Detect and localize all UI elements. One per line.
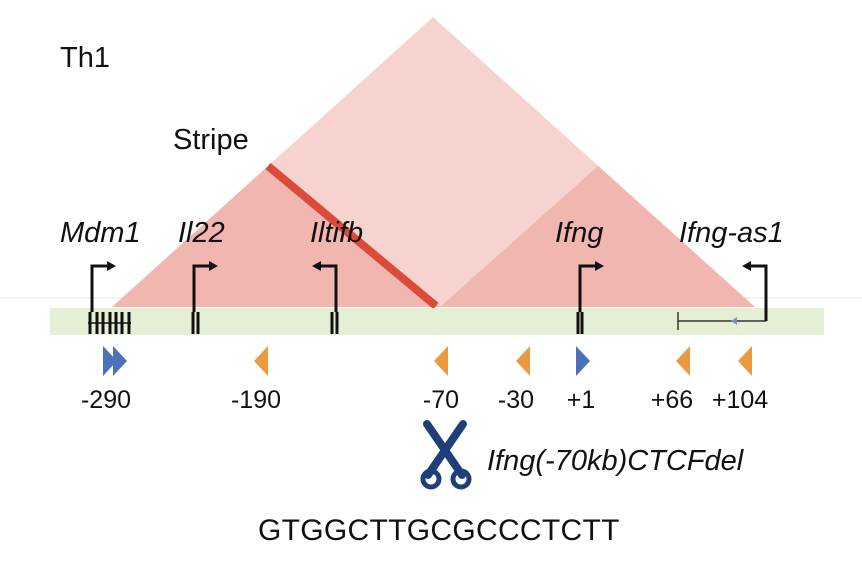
ctcf-site-m30-arrow: [516, 346, 530, 376]
guide-sequence: GTGGCTTGCGCCCTCTT: [258, 514, 620, 547]
gene-label-iltifb: Iltifb: [310, 217, 363, 249]
ctcf-site-p66-arrow: [676, 346, 690, 376]
tss-arrow-mdm1: [90, 261, 116, 312]
ctcf-site-p104-arrow: [738, 346, 752, 376]
ctcf-site-label-p1: +1: [567, 386, 596, 414]
ctcf-site-label-p104: +104: [712, 386, 768, 414]
ctcf-site-label-m30: -30: [498, 386, 534, 414]
ctcf-site-markers: [103, 346, 752, 376]
ctcf-site-label-m190: -190: [231, 386, 281, 414]
gene-label-il22: Il22: [178, 217, 225, 249]
gene-model-il22: [191, 312, 200, 334]
gene-label-ifng: Ifng: [555, 217, 603, 249]
gene-model-mdm1: [88, 312, 131, 334]
ctcf-site-label-p66: +66: [651, 386, 693, 414]
tss-arrow-il22: [192, 261, 218, 312]
ctcf-site-m290-arrow-2: [113, 346, 127, 376]
gene-model-ifng: [576, 312, 584, 334]
ctcf-site-p1-arrow: [576, 346, 590, 376]
stripe-label: Stripe: [173, 124, 249, 156]
tss-arrow-ifng: [578, 261, 604, 312]
ctcf-site-label-m70: -70: [423, 386, 459, 414]
ctcf-site-m70-arrow: [434, 346, 448, 376]
tss-arrow-iltifb: [312, 261, 338, 312]
gene-label-mdm1: Mdm1: [60, 217, 141, 249]
scissors-icon: [420, 420, 472, 490]
panel-label: Th1: [60, 42, 110, 74]
ctcf-site-m290-arrow: [103, 346, 117, 376]
gene-label-ifng-as1: Ifng-as1: [679, 217, 784, 249]
right-subdomain-triangle: [440, 166, 755, 307]
gene-model-ifng-as1: [677, 312, 766, 330]
ctcf-site-m190-arrow: [254, 346, 268, 376]
tss-arrow-ifng-as1: [742, 261, 768, 321]
stripe-line: [265, 162, 439, 310]
deletion-label: Ifng(-70kb)CTCFdel: [487, 445, 745, 477]
gene-model-iltifb: [330, 312, 339, 334]
ctcf-site-label-m290: -290: [81, 386, 131, 414]
